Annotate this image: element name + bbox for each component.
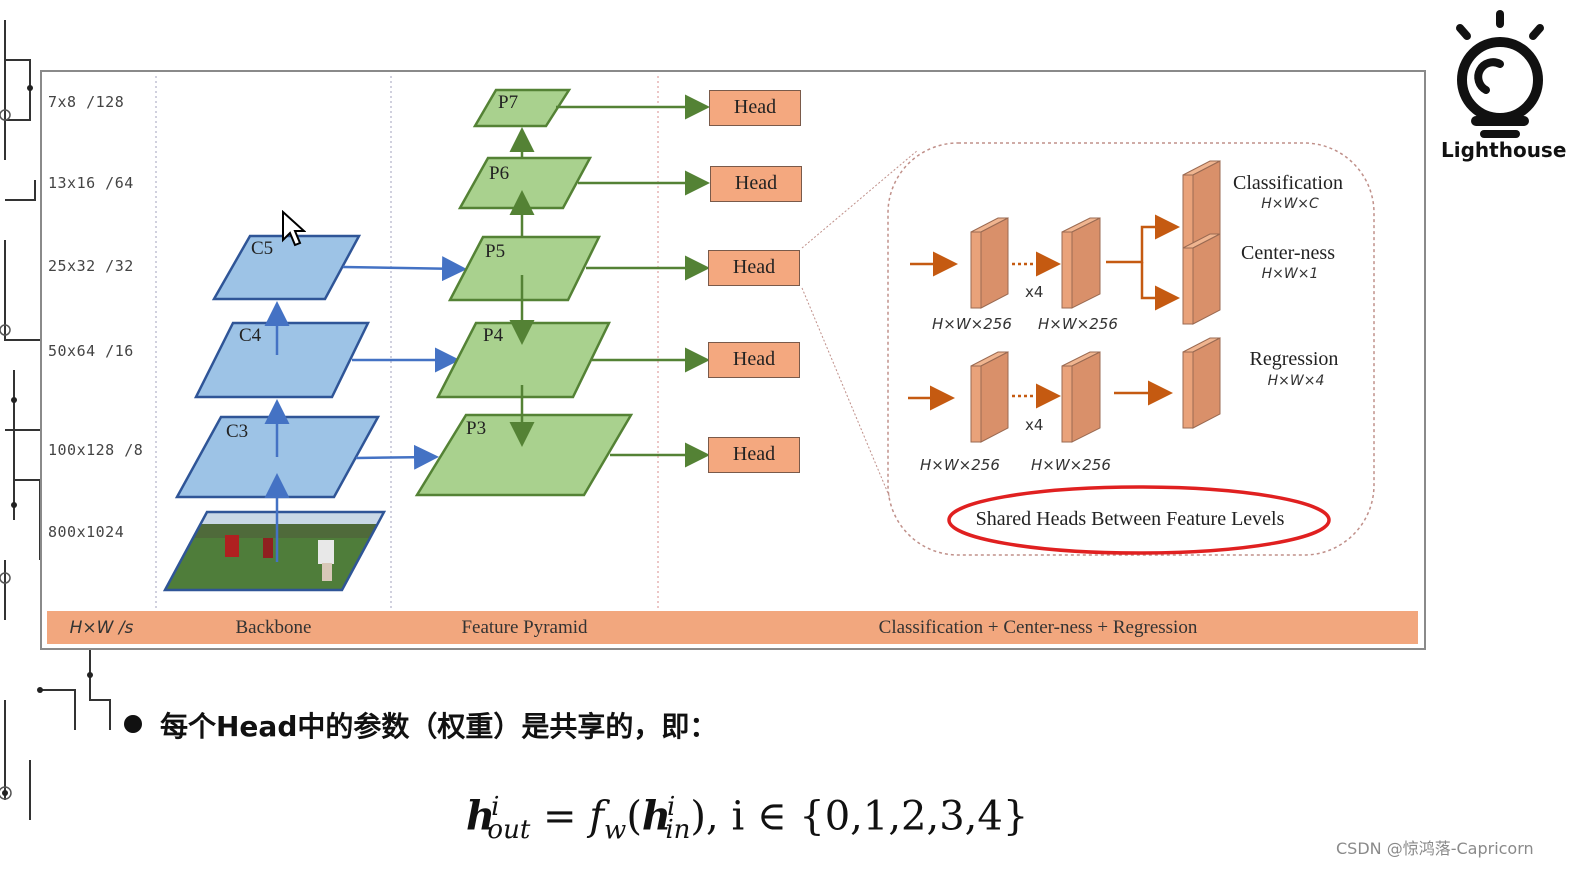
classification-dim: H×W×C — [1261, 196, 1319, 212]
p6-block — [457, 156, 593, 210]
bullet-dot-icon — [124, 715, 142, 733]
p4-label: P4 — [483, 325, 504, 346]
formula-index-set: , i ∈ {0,1,2,3,4} — [706, 793, 1029, 840]
mouse-cursor-icon — [282, 210, 306, 247]
footer-hws: H×W /s — [69, 618, 134, 638]
formula-sub-out: out — [487, 815, 531, 846]
p3-block — [414, 413, 634, 497]
pyramid-blocks — [414, 88, 634, 497]
p5-block — [447, 235, 602, 302]
p7-block — [472, 88, 572, 128]
head-box-p3: Head — [708, 437, 800, 473]
top-block-1 — [970, 217, 1009, 309]
centerness-dim: H×W×1 — [1261, 266, 1319, 282]
resolution-label-p7: 7x8 /128 — [48, 93, 125, 111]
zoom-lines — [801, 149, 919, 499]
resolution-label-p5: 25x32 /32 — [48, 257, 134, 275]
classification-label: Classification — [1233, 172, 1343, 194]
pyramid-to-head-arrows — [556, 94, 710, 468]
formula-sub-in: in — [665, 815, 691, 846]
formula-sup-i: i — [491, 792, 500, 822]
formula-h-in: h — [641, 792, 672, 840]
footer-backbone: Backbone — [235, 617, 312, 638]
top-dim-1: H×W×256 — [932, 315, 1012, 333]
c5-label: C5 — [251, 238, 274, 259]
head-detail-blocks — [970, 160, 1221, 443]
head-box-p4: Head — [708, 342, 800, 378]
head-detail-frame — [887, 142, 1375, 556]
bottom-block-1 — [970, 351, 1009, 443]
classification-block — [1182, 160, 1221, 254]
formula-h-out: h — [466, 792, 496, 840]
p3-label: P3 — [466, 418, 487, 439]
top-dim-2: H×W×256 — [1038, 315, 1118, 333]
resolution-label-input: 800x1024 — [48, 523, 125, 541]
footer-feature-pyramid: Feature Pyramid — [461, 617, 588, 638]
footer-bar — [47, 611, 1418, 644]
head-box-p5: Head — [708, 250, 800, 286]
c4-label: C4 — [239, 325, 262, 346]
bullet-text: 每个Head中的参数（权重）是共享的，即： — [160, 710, 718, 743]
formula-sub-w: w — [604, 815, 627, 846]
backbone-blocks — [174, 234, 381, 499]
regression-dim: H×W×4 — [1267, 373, 1325, 389]
bottom-block-2 — [1061, 351, 1101, 443]
head-box-p7: Head — [709, 90, 801, 126]
bullet-point: 每个Head中的参数（权重）是共享的，即： — [124, 705, 717, 745]
regression-label: Regression — [1249, 348, 1339, 370]
p6-label: P6 — [489, 163, 510, 184]
p4-block — [435, 321, 611, 399]
head-box-p6: Head — [710, 166, 802, 202]
regression-block — [1182, 337, 1221, 429]
lighthouse-logo-text: Lighthouse — [1441, 138, 1567, 162]
resolution-label-p6: 13x16 /64 — [48, 174, 134, 192]
repeat-top: x4 — [1025, 283, 1044, 301]
shared-heads-highlight — [947, 485, 1331, 555]
circuit-decoration — [0, 20, 111, 820]
p5-label: P5 — [485, 241, 506, 262]
p7-label: P7 — [498, 92, 519, 113]
repeat-bottom: x4 — [1025, 416, 1044, 434]
lighthouse-logo-icon — [1456, 10, 1544, 138]
c5-block — [211, 234, 362, 301]
bottom-dim-2: H×W×256 — [1031, 456, 1111, 474]
formula-equals: = — [530, 793, 590, 840]
c3-label: C3 — [226, 421, 249, 442]
top-block-2 — [1061, 217, 1101, 309]
input-image — [162, 510, 387, 592]
column-separators — [155, 76, 659, 610]
formula-sup-i-in: i — [667, 792, 676, 822]
formula-f: f — [589, 793, 605, 840]
footer-heads: Classification + Center-ness + Regressio… — [878, 617, 1198, 638]
c4-block — [193, 321, 370, 399]
resolution-label-p4: 50x64 /16 — [48, 342, 134, 360]
head-detail-arrows — [908, 214, 1180, 411]
centerness-label: Center-ness — [1240, 242, 1335, 264]
resolution-label-p3: 100x128 /8 — [48, 441, 144, 459]
csdn-watermark: CSDN @惊鸿落-Capricorn — [1336, 839, 1534, 858]
lateral-arrows — [342, 256, 467, 470]
shared-heads-label: Shared Heads Between Feature Levels — [975, 508, 1285, 530]
centerness-block — [1182, 233, 1221, 325]
bottom-dim-1: H×W×256 — [920, 456, 1000, 474]
shared-weights-formula: hiout = fw(hiin), i ∈ {0,1,2,3,4} — [466, 792, 1029, 846]
